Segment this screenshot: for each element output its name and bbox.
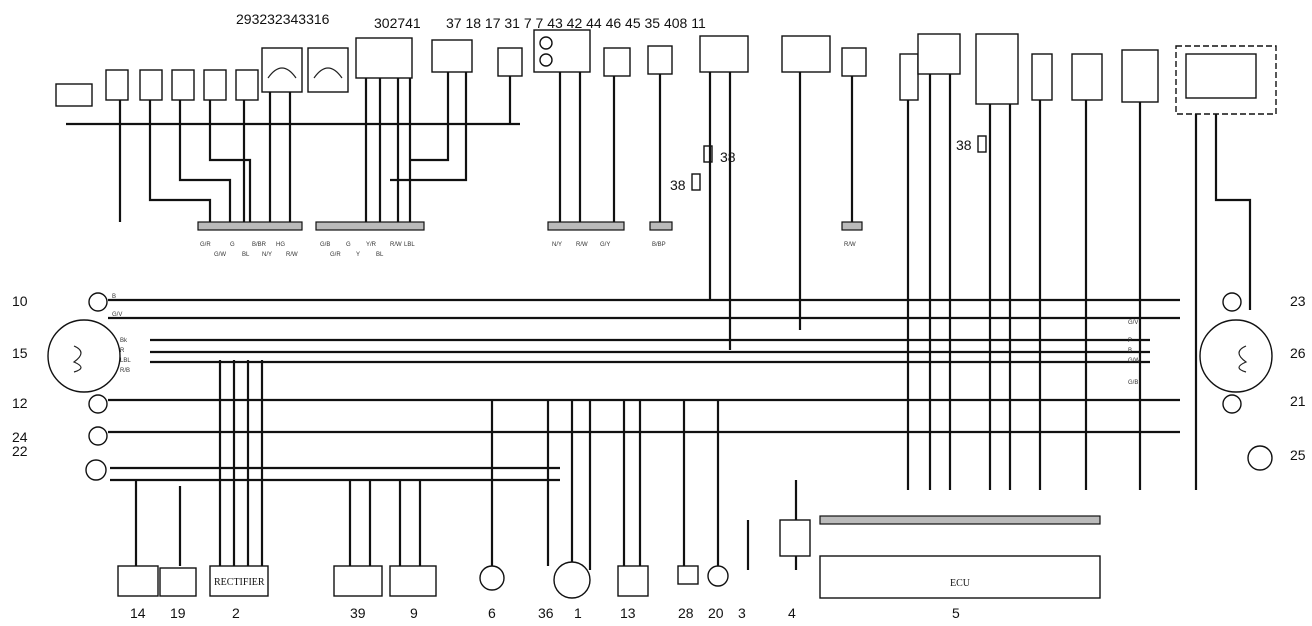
- connector-center-right: [649, 221, 673, 231]
- callout-bottom-1: 1: [574, 605, 582, 621]
- headlamp-right-wire-2: B: [1128, 348, 1132, 354]
- svg-text:N/Y: N/Y: [552, 242, 562, 248]
- svg-text:B/BR: B/BR: [252, 242, 267, 248]
- callout-left-15: 15: [12, 345, 28, 361]
- callout-top-29-16: 293232343316: [236, 11, 330, 27]
- svg-text:BL: BL: [376, 252, 384, 258]
- fuse-label-38-a: 38: [720, 149, 736, 165]
- wire-codes-left: G/R G/W G BL B/BR N/Y HG R/W: [200, 242, 298, 258]
- svg-text:HG: HG: [276, 242, 285, 248]
- fuse-label-38-c: 38: [956, 137, 972, 153]
- svg-text:B/BP: B/BP: [652, 242, 666, 248]
- callout-right-25: 25: [1290, 447, 1306, 463]
- callout-bottom-39: 39: [350, 605, 366, 621]
- callout-bottom-3: 3: [738, 605, 746, 621]
- headlamp-right-wire-3: G/W: [1128, 358, 1140, 364]
- callout-bottom-2: 2: [232, 605, 240, 621]
- svg-text:R/W: R/W: [286, 252, 298, 258]
- lamps-right: [1199, 292, 1273, 471]
- callout-bottom-9: 9: [410, 605, 418, 621]
- svg-text:N/Y: N/Y: [262, 252, 272, 258]
- svg-text:BL: BL: [242, 252, 250, 258]
- callout-right-21: 21: [1290, 393, 1306, 409]
- headlamp-left-wire-0: B: [112, 294, 116, 300]
- wire-codes-mid: G/B G/R G Y Y/R BL R/W LBL: [320, 242, 415, 258]
- ecu-label: ECU: [950, 578, 971, 589]
- callout-left-12: 12: [12, 395, 28, 411]
- callout-bottom-13: 13: [620, 605, 636, 621]
- callout-bottom-20: 20: [708, 605, 724, 621]
- callout-bottom-14: 14: [130, 605, 146, 621]
- svg-text:G/Y: G/Y: [600, 242, 610, 248]
- callout-bottom-19: 19: [170, 605, 186, 621]
- wiring-harness: [66, 72, 1252, 570]
- connector-center-bundle: [547, 221, 625, 231]
- bottom-components: RECTIFIER ECU: [117, 515, 1101, 599]
- connector-right: [841, 221, 863, 231]
- headlamp-left-wire-1: G/V: [112, 312, 122, 318]
- callout-top-30-41: 302741: [374, 15, 421, 31]
- connector-left-bundle: [197, 221, 303, 231]
- headlamp-right-wire-1: P: [1128, 338, 1132, 344]
- svg-text:G/W: G/W: [214, 252, 226, 258]
- svg-text:G/R: G/R: [200, 242, 211, 248]
- headlamp-right-wire-0: G/V: [1128, 320, 1138, 326]
- svg-text:Y/R: Y/R: [366, 242, 377, 248]
- callout-left-24: 24: [12, 429, 28, 445]
- lamps-left: [47, 292, 121, 481]
- svg-text:G: G: [230, 242, 235, 248]
- headlamp-left-wire-5: R/B: [120, 368, 130, 374]
- callout-right-23: 23: [1290, 293, 1306, 309]
- headlamp-left-wire-2: Bk: [120, 338, 128, 344]
- wire-codes-center: N/Y R/W G/Y B/BP R/W: [552, 242, 856, 248]
- top-components: [55, 29, 1277, 115]
- callout-bottom-6: 6: [488, 605, 496, 621]
- svg-text:R/W: R/W: [390, 242, 402, 248]
- svg-text:G: G: [346, 242, 351, 248]
- svg-text:Y: Y: [356, 252, 360, 258]
- callout-bottom-5: 5: [952, 605, 960, 621]
- svg-text:R/W: R/W: [844, 242, 856, 248]
- rectifier-label: RECTIFIER: [214, 577, 265, 588]
- callout-bottom-36: 36: [538, 605, 554, 621]
- callout-right-26: 26: [1290, 345, 1306, 361]
- callout-top-37-11: 37 18 17 31 7 7 43 42 44 46 45 35 408 11: [446, 15, 706, 31]
- fuse-label-38-b: 38: [670, 177, 686, 193]
- svg-text:G/B: G/B: [320, 242, 330, 248]
- headlamp-left-wire-4: LBL: [120, 358, 131, 364]
- headlamp-left-wire-3: R: [120, 348, 125, 354]
- callout-left-22: 22: [12, 443, 28, 459]
- callout-left-10: 10: [12, 293, 28, 309]
- callout-bottom-28: 28: [678, 605, 694, 621]
- headlamp-right-wire-4: G/B: [1128, 380, 1138, 386]
- connector-mid-bundle: [315, 221, 425, 231]
- svg-text:LBL: LBL: [404, 242, 415, 248]
- callout-bottom-4: 4: [788, 605, 796, 621]
- svg-text:G/R: G/R: [330, 252, 341, 258]
- svg-text:R/W: R/W: [576, 242, 588, 248]
